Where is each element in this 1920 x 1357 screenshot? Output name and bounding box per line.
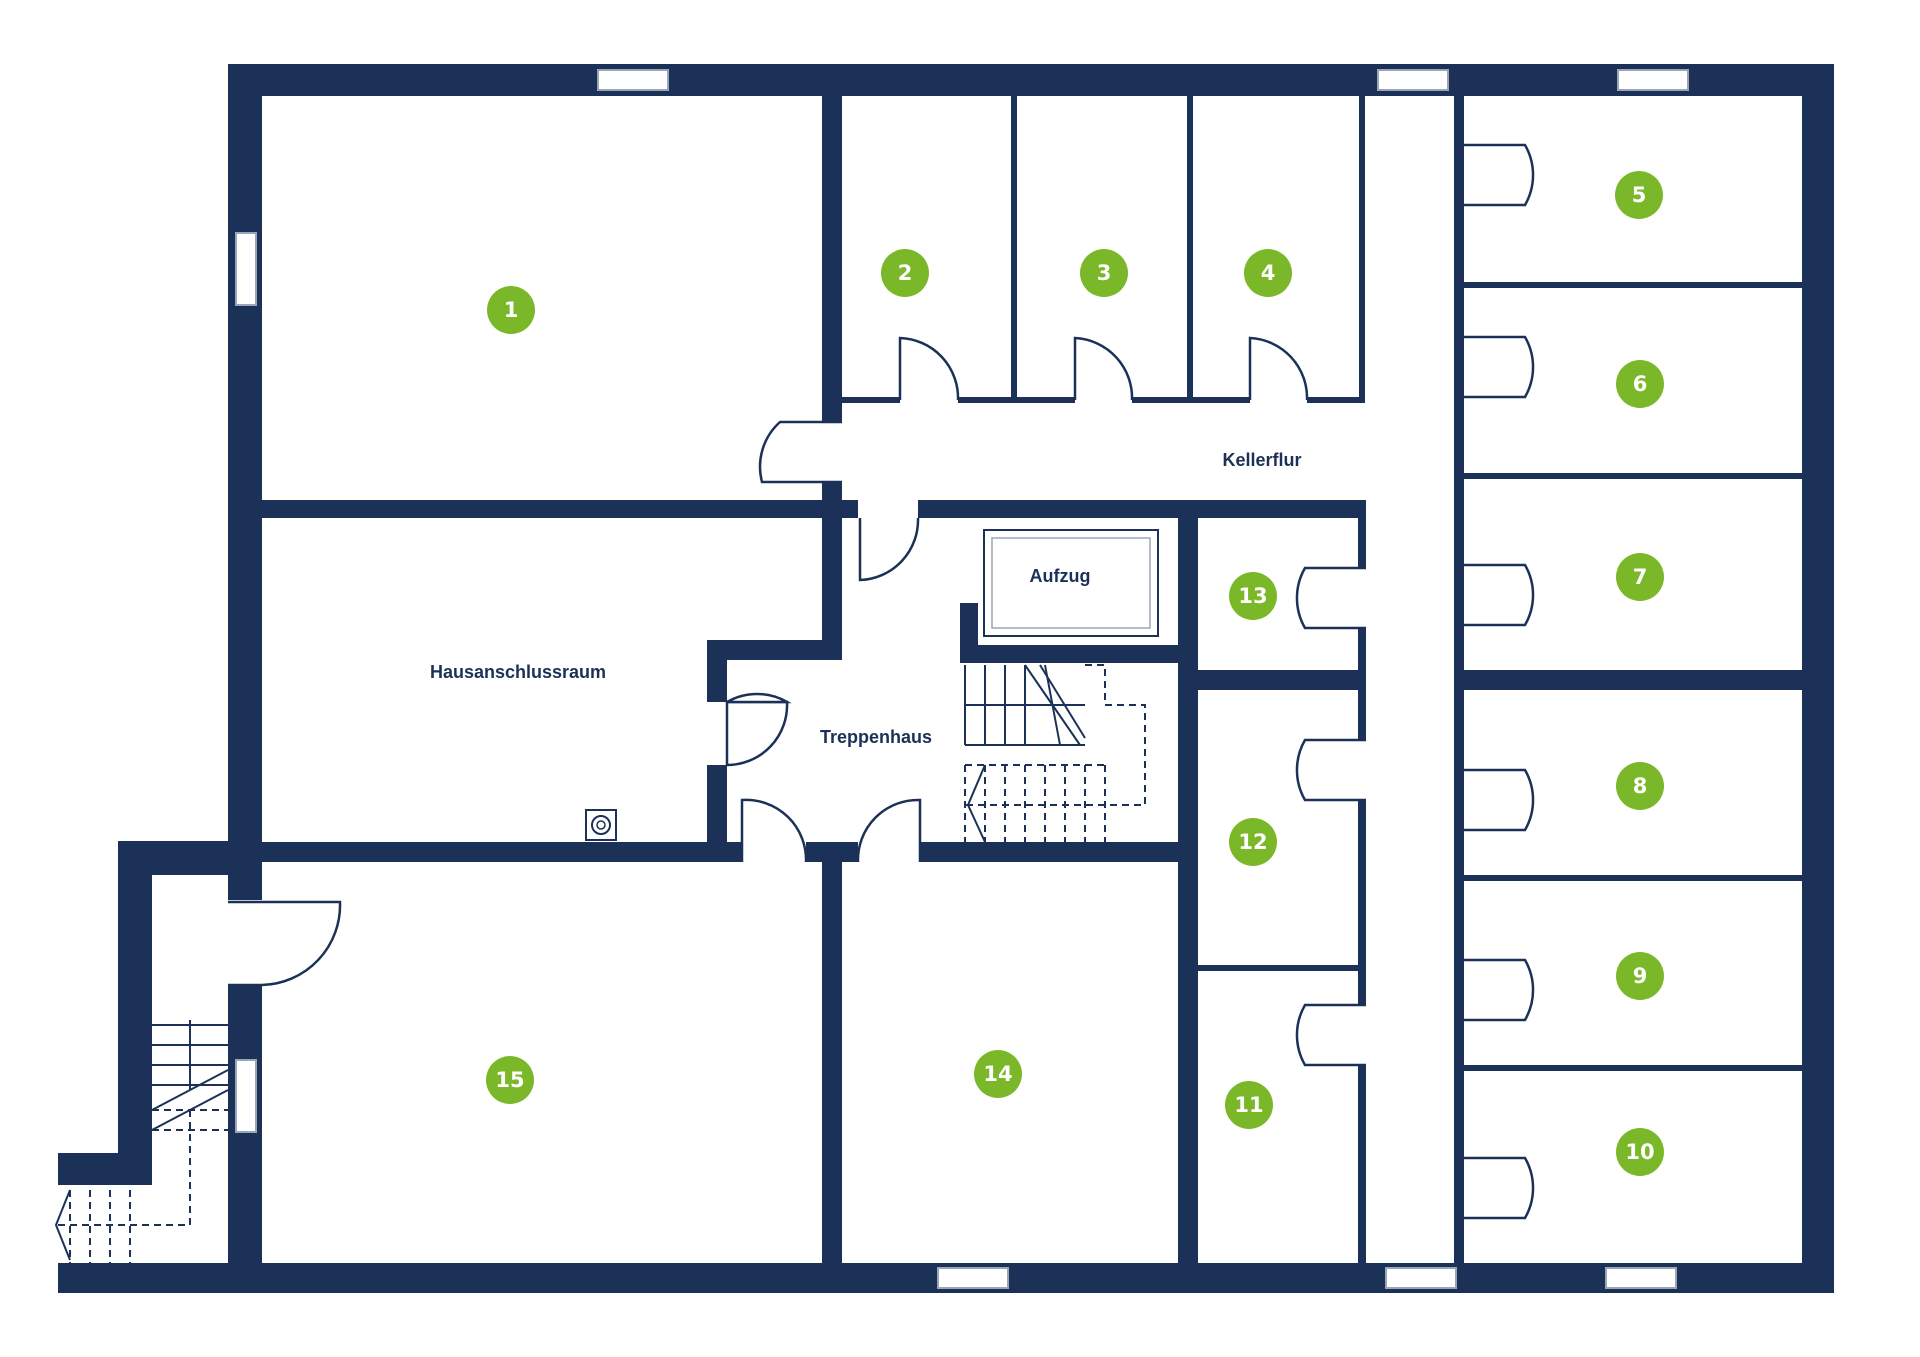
svg-text:8: 8 [1633, 774, 1648, 798]
label-kellerflur: Kellerflur [1222, 450, 1301, 470]
room-badge-9: 9 [1616, 952, 1664, 1000]
label-aufzug: Aufzug [1030, 566, 1091, 586]
svg-text:5: 5 [1632, 183, 1647, 207]
svg-text:11: 11 [1234, 1093, 1263, 1117]
elevator [983, 529, 1159, 637]
stairs-main [964, 664, 1146, 843]
svg-text:14: 14 [983, 1062, 1012, 1086]
room-badge-4: 4 [1244, 249, 1292, 297]
room-badge-13: 13 [1229, 572, 1277, 620]
svg-text:6: 6 [1633, 372, 1648, 396]
svg-text:15: 15 [495, 1068, 524, 1092]
svg-text:12: 12 [1238, 830, 1267, 854]
inner-walls [262, 96, 1802, 1265]
windows [235, 69, 1689, 1289]
room-badge-12: 12 [1229, 818, 1277, 866]
room-badge-2: 2 [881, 249, 929, 297]
thin-partitions [842, 96, 1802, 1071]
svg-text:4: 4 [1261, 261, 1276, 285]
svg-text:10: 10 [1625, 1140, 1654, 1164]
room-badge-6: 6 [1616, 360, 1664, 408]
room-badge-1: 1 [487, 286, 535, 334]
room-badge-10: 10 [1616, 1128, 1664, 1176]
svg-text:9: 9 [1633, 964, 1648, 988]
svg-text:2: 2 [898, 261, 913, 285]
svg-text:7: 7 [1633, 565, 1648, 589]
room-badge-3: 3 [1080, 249, 1128, 297]
room-badge-11: 11 [1225, 1081, 1273, 1129]
label-treppenhaus: Treppenhaus [820, 727, 932, 747]
svg-text:3: 3 [1097, 261, 1112, 285]
room-badge-15: 15 [486, 1056, 534, 1104]
room-badge-7: 7 [1616, 553, 1664, 601]
room-badge-14: 14 [974, 1050, 1022, 1098]
label-hausanschlussraum: Hausanschlussraum [430, 662, 606, 682]
svg-text:13: 13 [1238, 584, 1267, 608]
svg-text:1: 1 [504, 298, 519, 322]
floor-drain-icon [585, 809, 617, 841]
room-badge-8: 8 [1616, 762, 1664, 810]
room-badge-5: 5 [1615, 171, 1663, 219]
doors [228, 143, 1535, 1220]
stairs-external [54, 1020, 229, 1263]
